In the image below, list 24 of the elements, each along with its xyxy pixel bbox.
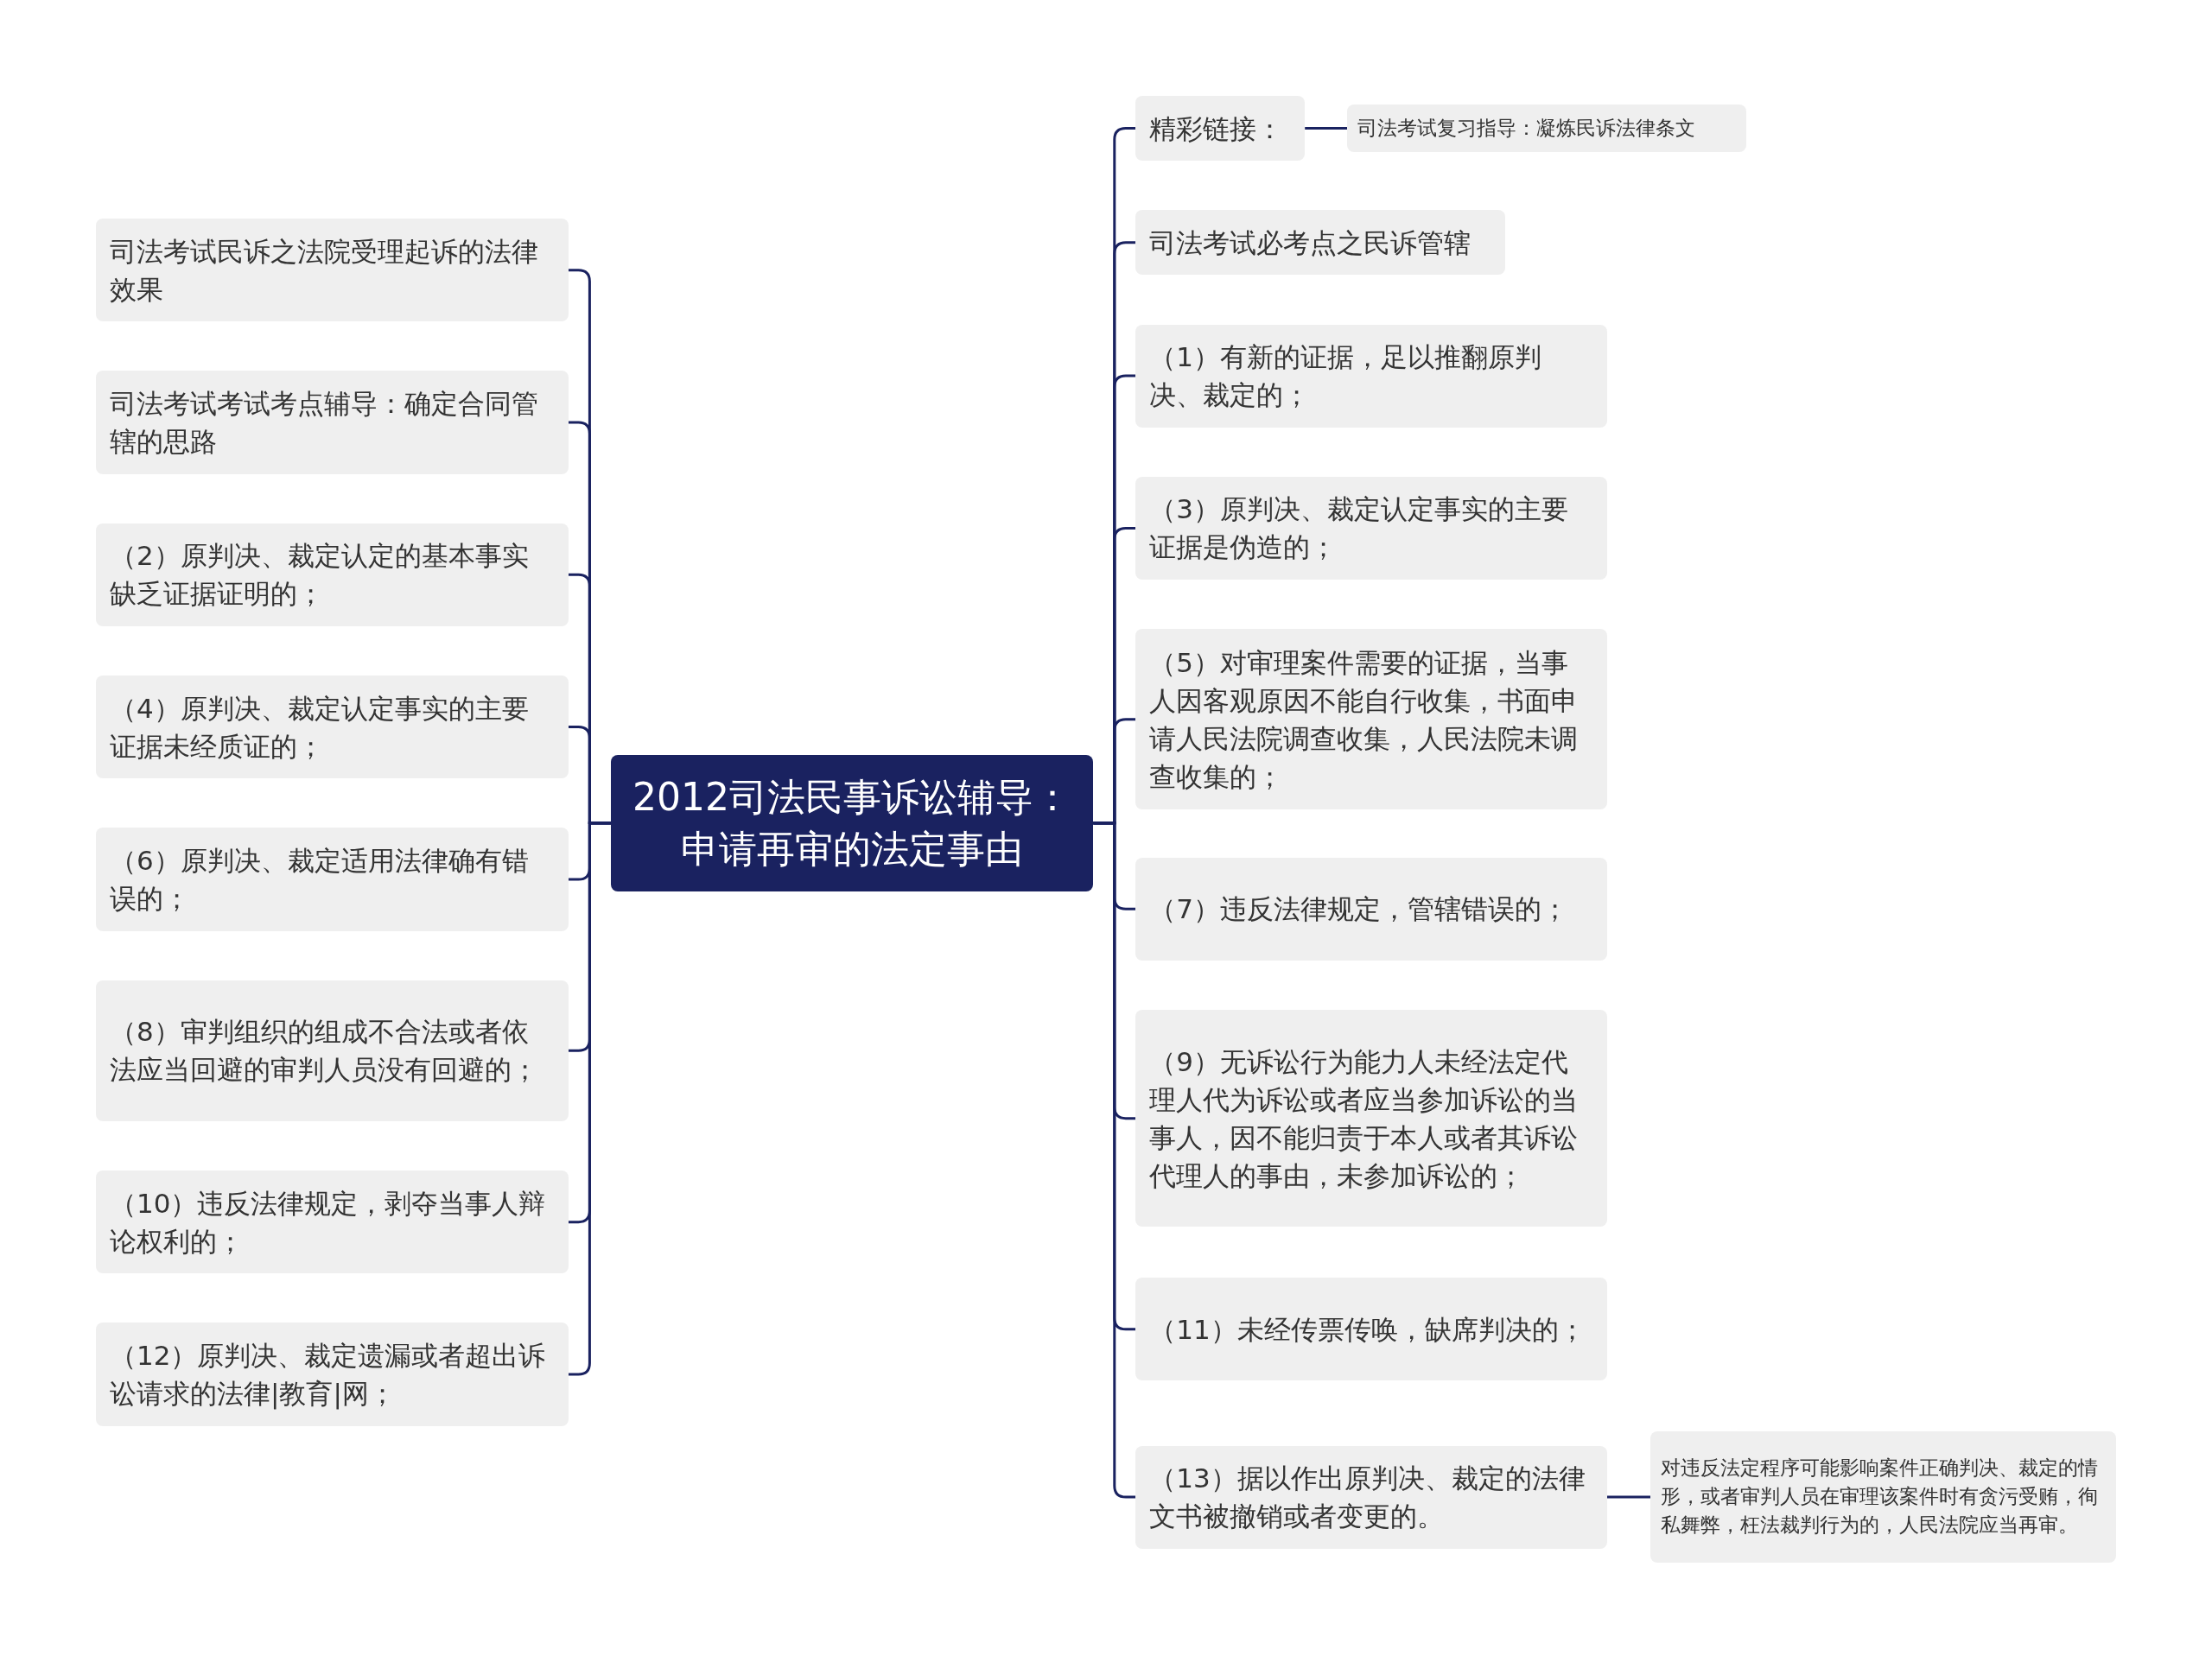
connector-line: [1093, 821, 1136, 1499]
topic-box: （9）无诉讼行为能力人未经法定代理人代为诉讼或者应当参加诉讼的当事人，因不能归责于本人或者其诉讼代理人的事由，未参加诉讼的；: [1135, 1010, 1607, 1227]
topic-box: （10）违反法律规定，剥夺当事人辩论权利的；: [96, 1170, 569, 1274]
topic-box: 司法考试复习指导：凝炼民诉法律条文: [1347, 104, 1747, 153]
topic-box: （8）审判组织的组成不合法或者依法应当回避的审判人员没有回避的；: [96, 980, 569, 1121]
topic-box: 司法考试民诉之法院受理起诉的法律效果: [96, 219, 569, 322]
topic-box: （6）原判决、裁定适用法律确有错误的；: [96, 828, 569, 931]
topic-box: （5）对审理案件需要的证据，当事人因客观原因不能自行收集，书面申请人民法院调查收集，人民法院未调查收集的；: [1135, 629, 1607, 810]
topic-box: （1）有新的证据，足以推翻原判决、裁定的；: [1135, 324, 1607, 428]
topic-box: （12）原判决、裁定遗漏或者超出诉讼请求的法律|教育|网；: [96, 1323, 569, 1426]
topic-box: 司法考试考试考点辅导：确定合同管辖的思路: [96, 371, 569, 474]
topic-box: （13）据以作出原判决、裁定的法律文书被撤销或者变更的。: [1135, 1445, 1607, 1549]
topic-box: （7）违反法律规定，管辖错误的；: [1135, 857, 1607, 961]
topic-box: （2）原判决、裁定认定的基本事实缺乏证据证明的；: [96, 523, 569, 626]
topic-box: （4）原判决、裁定认定事实的主要证据未经质证的；: [96, 676, 569, 779]
connector-line: [1606, 1495, 1651, 1499]
connector-line: [569, 821, 611, 1376]
topic-box: （3）原判决、裁定认定事实的主要证据是伪造的；: [1135, 476, 1607, 580]
central-topic-box: 2012司法民事诉讼辅导：申请再审的法定事由: [610, 754, 1094, 891]
topic-box: 对违反法定程序可能影响案件正确判决、裁定的情形，或者审判人员在审理该案件时有贪污受贿，徇私舞弊，枉法裁判行为的，人民法院应当再审。: [1650, 1431, 2116, 1563]
topic-box: 精彩链接：: [1135, 96, 1306, 162]
topic-box: 司法考试必考点之民诉管辖: [1135, 210, 1506, 276]
connector-line: [1305, 127, 1348, 130]
topic-box: （11）未经传票传唤，缺席判决的；: [1135, 1278, 1607, 1381]
